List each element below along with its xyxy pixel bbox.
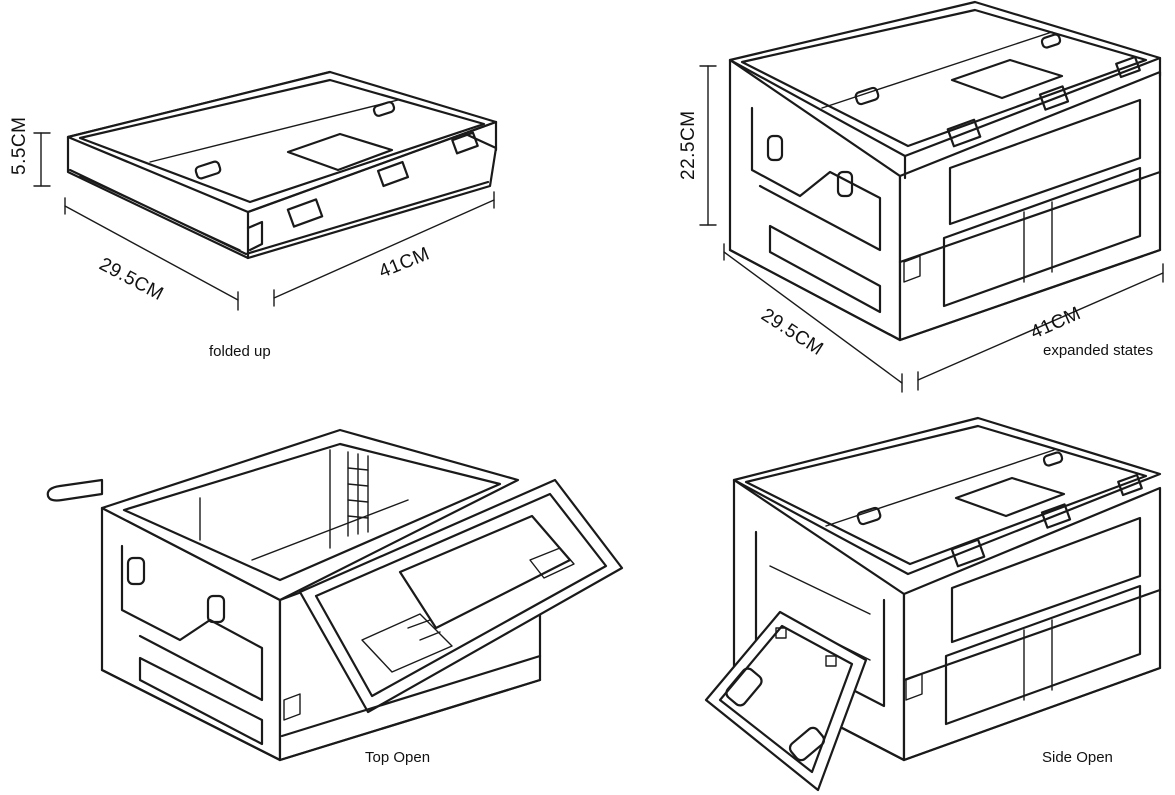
expanded-height-label: 22.5CM <box>678 110 699 180</box>
expanded-width-label: 41CM <box>1027 303 1084 344</box>
folded-depth-label: 29.5CM <box>96 254 167 305</box>
side-open-box-drawing <box>704 416 1162 792</box>
side-open-caption: Side Open <box>1042 749 1113 766</box>
expanded-depth-label: 29.5CM <box>757 305 827 360</box>
expanded-box-panel: 22.5CM 29.5CM 41CM expanded states <box>678 0 1164 393</box>
side-open-box-panel: Side Open <box>704 416 1162 792</box>
folded-height-label: 5.5CM <box>9 117 30 175</box>
folded-depth-dimension-line <box>64 197 239 311</box>
expanded-width-dimension-line <box>917 263 1164 391</box>
top-open-box-panel: Top Open <box>46 428 624 766</box>
expanded-height-dimension-line <box>699 65 717 226</box>
folded-width-dimension-line <box>273 191 495 307</box>
folded-box-drawing <box>66 70 498 260</box>
top-open-box-drawing <box>46 428 624 762</box>
expanded-box-drawing <box>728 0 1162 342</box>
expanded-caption: expanded states <box>1043 342 1153 359</box>
folded-caption: folded up <box>209 343 271 360</box>
folded-box-panel: 5.5CM 29.5CM 41CM folded up <box>9 70 498 360</box>
folded-height-dimension-line <box>33 132 51 187</box>
top-open-caption: Top Open <box>365 749 430 766</box>
expanded-depth-dimension-line <box>723 243 903 393</box>
